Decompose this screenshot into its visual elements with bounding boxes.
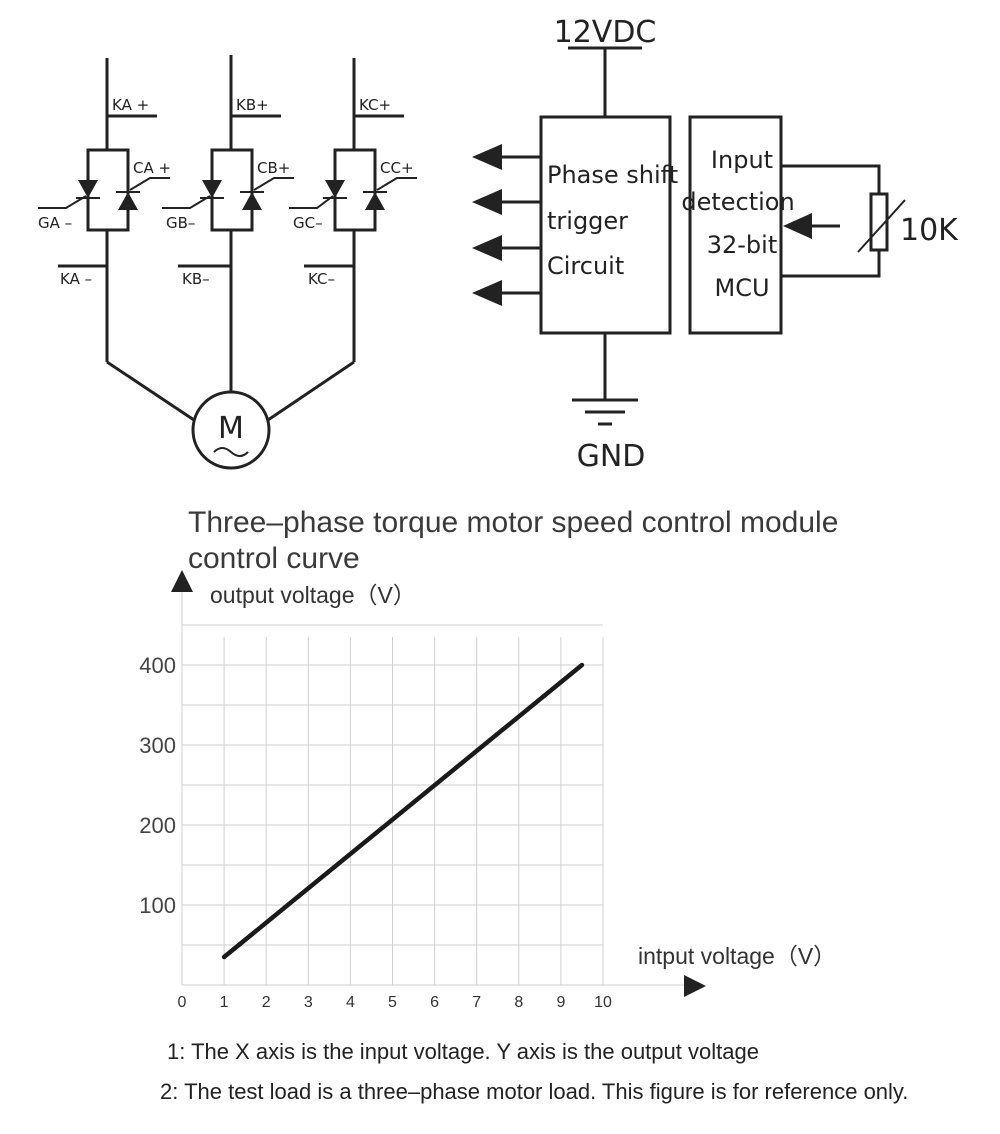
trigger-line-2: trigger	[547, 207, 628, 235]
chart-title-line-2: control curve	[188, 542, 360, 575]
note-2: 2: The test load is a three–phase motor …	[160, 1079, 908, 1104]
y-tick-label: 300	[139, 733, 176, 758]
y-tick-labels: 100 200 300 400	[139, 653, 176, 918]
trigger-line-1: Phase shift	[547, 161, 678, 189]
scr-phase-c	[289, 58, 417, 362]
mcu-block	[688, 115, 783, 335]
chart-grid	[181, 624, 604, 985]
label-kb-plus: KB+	[236, 96, 269, 114]
potentiometer-symbol: 10K	[781, 164, 959, 278]
motor-label: M	[218, 411, 244, 446]
ground-symbol: GND	[572, 333, 645, 474]
x-tick-label: 6	[430, 994, 439, 1011]
x-axis-label: intput voltage（V）	[638, 943, 836, 969]
mcu-line-4: MCU	[714, 274, 769, 302]
label-kb-minus: KB–	[182, 270, 210, 288]
mcu-line-2: detection	[681, 188, 794, 216]
label-ga-minus: GA –	[38, 214, 72, 232]
ground-label: GND	[577, 439, 646, 474]
x-tick-label: 8	[514, 994, 523, 1011]
control-block-diagram: 12VDC Phase shift trigger Circuit GND In	[472, 15, 959, 474]
scr-phase-a	[38, 58, 170, 362]
motor-symbol: M	[191, 390, 271, 470]
y-tick-label: 400	[139, 653, 176, 678]
control-curve-chart: Three–phase torque motor speed control m…	[139, 506, 838, 1011]
pot-label: 10K	[900, 213, 959, 248]
mcu-line-3: 32-bit	[707, 231, 778, 259]
label-gc-minus: GC–	[293, 214, 323, 232]
x-tick-label: 1	[220, 994, 229, 1011]
x-tick-label: 3	[304, 994, 313, 1011]
mcu-line-1: Input	[711, 146, 773, 174]
supply-label: 12VDC	[554, 15, 657, 50]
x-tick-label: 4	[346, 994, 355, 1011]
trigger-output-arrows	[472, 144, 541, 306]
x-tick-label: 5	[388, 994, 397, 1011]
scr-phase-b	[162, 55, 294, 392]
label-ka-minus: KA –	[60, 270, 92, 288]
chart-series	[221, 662, 585, 960]
y-axis-arrow	[171, 570, 193, 592]
x-tick-label: 9	[556, 994, 565, 1011]
x-axis-arrow	[684, 975, 706, 997]
note-1: 1: The X axis is the input voltage. Y ax…	[167, 1039, 759, 1064]
label-kc-minus: KC–	[308, 270, 335, 288]
x-tick-label: 7	[472, 994, 481, 1011]
label-ka-plus: KA +	[112, 96, 149, 114]
label-gb-minus: GB–	[166, 214, 195, 232]
label-kc-plus: KC+	[359, 96, 391, 114]
scr-motor-schematic: M KA + KB+ KC+ CA + CB+ CC+ GA – GB– GC–…	[38, 55, 417, 470]
chart-title-line-1: Three–phase torque motor speed control m…	[188, 506, 838, 539]
x-tick-labels: 0 1 2 3 4 5 6 7 8 9 10	[178, 994, 612, 1011]
label-ca-plus: CA +	[133, 159, 171, 177]
label-cb-plus: CB+	[257, 159, 290, 177]
x-tick-label: 10	[594, 994, 612, 1011]
trigger-line-3: Circuit	[547, 252, 624, 280]
series-line	[221, 662, 585, 960]
y-tick-label: 100	[139, 893, 176, 918]
y-tick-label: 200	[139, 813, 176, 838]
x-tick-label: 0	[178, 994, 187, 1011]
label-cc-plus: CC+	[380, 159, 414, 177]
y-axis-label: output voltage（V）	[210, 582, 416, 608]
x-tick-label: 2	[262, 994, 271, 1011]
